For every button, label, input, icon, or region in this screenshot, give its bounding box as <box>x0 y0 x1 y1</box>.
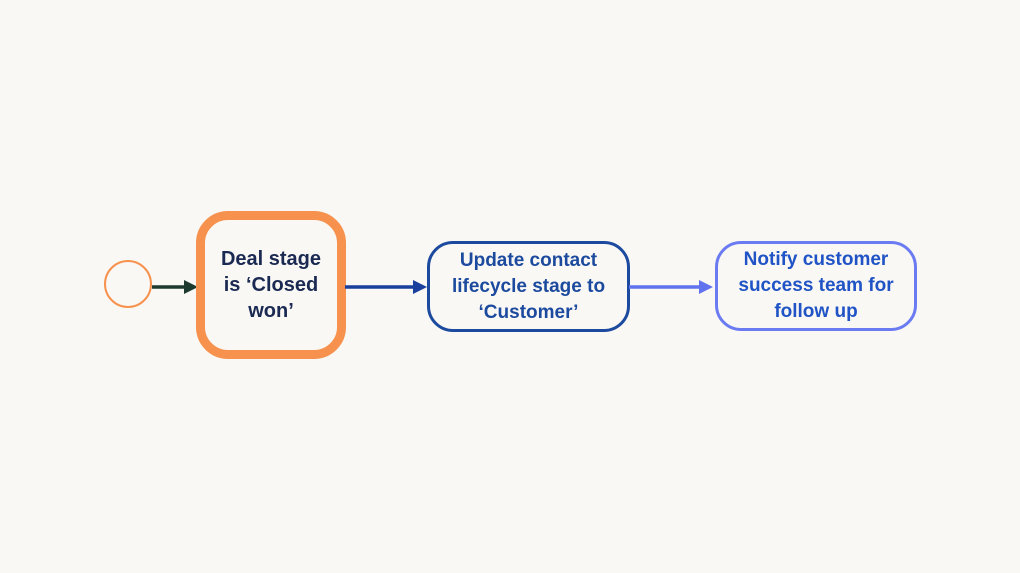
node-deal-stage-closed-won: Deal stage is ‘Closed won’ <box>196 211 346 359</box>
connector-arrow-node1-to-node2 <box>345 280 427 294</box>
node-label: Notify customer success team for follow … <box>738 247 893 325</box>
node-update-contact-lifecycle: Update contact lifecycle stage to ‘Custo… <box>427 241 630 332</box>
node-label-line: ‘Customer’ <box>478 301 579 323</box>
node-notify-customer-success: Notify customer success team for follow … <box>715 241 917 331</box>
node-label-line: success team for <box>738 275 894 296</box>
start-node-circle <box>104 260 152 308</box>
node-label-line: lifecycle stage to <box>451 275 606 297</box>
connector-arrow-start-to-node1 <box>152 280 198 294</box>
arrowhead-icon <box>184 280 198 294</box>
node-label-line: Update contact <box>459 249 598 271</box>
arrowhead-icon <box>413 280 427 294</box>
arrowhead-icon <box>699 280 713 294</box>
node-label: Deal stage is ‘Closed won’ <box>221 246 321 324</box>
node-label-line: Notify customer <box>743 249 889 270</box>
node-label: Update contact lifecycle stage to ‘Custo… <box>452 248 605 326</box>
node-label-line: won’ <box>248 300 294 322</box>
node-label-line: follow up <box>774 301 858 322</box>
node-label-line: is ‘Closed <box>223 274 319 296</box>
connector-arrow-node2-to-node3 <box>629 280 713 294</box>
node-label-line: Deal stage <box>220 248 322 270</box>
